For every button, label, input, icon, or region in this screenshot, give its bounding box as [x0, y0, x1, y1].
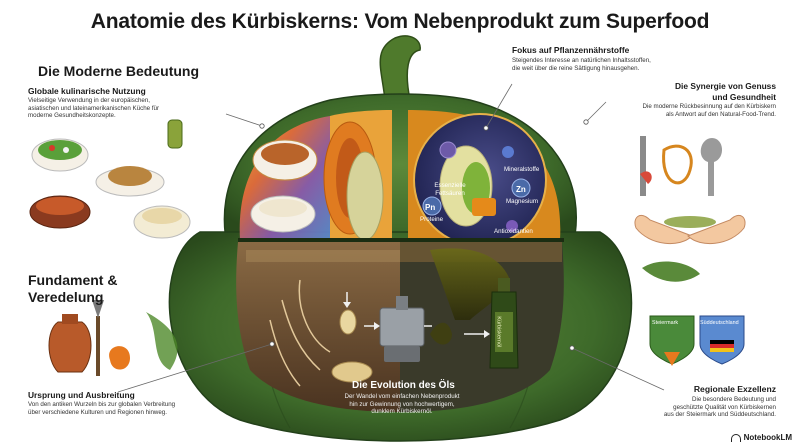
culinary-use-title: Globale kulinarische Nutzung [28, 86, 146, 96]
seed-label-magnesium: Magnesium [506, 198, 538, 205]
evolution-title: Die Evolution des Öls [352, 380, 455, 391]
origin-text: Von den antiken Wurzeln bis zur globalen… [28, 401, 176, 416]
oil-panel [400, 242, 564, 412]
brand-watermark: NotebookLM [730, 433, 792, 442]
pumpkin-stem [379, 35, 421, 101]
seed-label-essential: Essenzielle Fettsäuren [434, 182, 466, 197]
badge-steiermark: Steiermark [652, 320, 679, 326]
seed-label-mineral: Mineralstoffe [504, 166, 540, 173]
food-illustrations [29, 119, 318, 239]
seed-label-pn: Pn [425, 203, 436, 212]
evolution-text: Der Wandel vom einfachen Nebenprodukt hi… [344, 393, 460, 416]
region-badges [642, 261, 745, 366]
seed-label-protein: Proteine [420, 216, 444, 223]
synergy-title: Die Synergie von Genuss und Gesundheit [675, 81, 776, 102]
seed-label-antioxidants: Antioxidantien [494, 228, 533, 235]
page-title: Anatomie des Kürbiskerns: Vom Nebenprodu… [90, 10, 710, 33]
bottle-label: Kürbiskernöl [495, 316, 502, 348]
origin-title: Ursprung und Ausbreitung [28, 390, 135, 400]
synergy-text: Die moderne Rückbesinnung auf den Kürbis… [642, 103, 776, 118]
oil-press [379, 296, 425, 362]
foundation-heading: Fundament & Veredelung [28, 272, 118, 305]
oil-bottle [489, 278, 519, 369]
culinary-use-text: Vielseitige Verwendung in der europäisch… [28, 97, 160, 120]
plant-nutrients-text: Steigendes Interesse an natürlichen Inha… [512, 57, 651, 72]
regional-excellence-text: Die besondere Bedeutung und geschützte Q… [663, 396, 776, 419]
genuss-gesundheit-illustration [634, 136, 746, 245]
plant-nutrients-title: Fokus auf Pflanzennährstoffe [512, 45, 630, 55]
notebooklm-icon [730, 433, 741, 442]
regional-excellence-title: Regionale Exzellenz [693, 384, 776, 394]
seed-label-zn: Zn [516, 185, 526, 194]
modern-meaning-heading: Die Moderne Bedeutung [38, 63, 200, 79]
ancient-artifacts [48, 300, 178, 376]
badge-sueddeutschland: Süddeutschland [700, 320, 739, 326]
